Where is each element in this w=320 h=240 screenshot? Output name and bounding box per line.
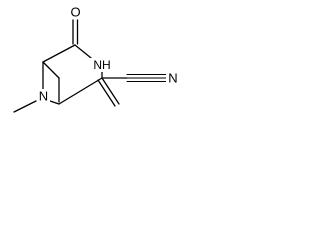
bond-bridgehead-left-to-bridge bbox=[42, 61, 60, 79]
bond-bridgehead-right-to-quaternary bbox=[58, 77, 103, 105]
nitrile-nitrogen-backdrop bbox=[166, 71, 180, 85]
atom-labels: O NH N N bbox=[37, 5, 180, 104]
nitrile-nitrogen-label: N bbox=[168, 71, 177, 86]
bond-methylene-double-b bbox=[97, 79, 116, 107]
amine-nitrogen-backdrop bbox=[37, 89, 50, 103]
bond-amine-n-to-bridgehead-right bbox=[49, 100, 60, 105]
carbonyl-oxygen-label: O bbox=[70, 5, 80, 20]
bond-carbonyl-to-bridgehead-left bbox=[42, 44, 76, 63]
bond-methylene-double-a bbox=[101, 77, 120, 105]
amide-nitrogen-backdrop bbox=[90, 58, 114, 72]
bond-amine-n-to-methyl bbox=[13, 100, 37, 113]
amine-nitrogen-label: N bbox=[39, 89, 48, 104]
amide-nitrogen-label: NH bbox=[93, 58, 110, 72]
bonds bbox=[13, 19, 168, 113]
molecule-structure-diagram: O NH N N bbox=[13, 5, 180, 113]
carbonyl-oxygen-backdrop bbox=[69, 5, 82, 19]
